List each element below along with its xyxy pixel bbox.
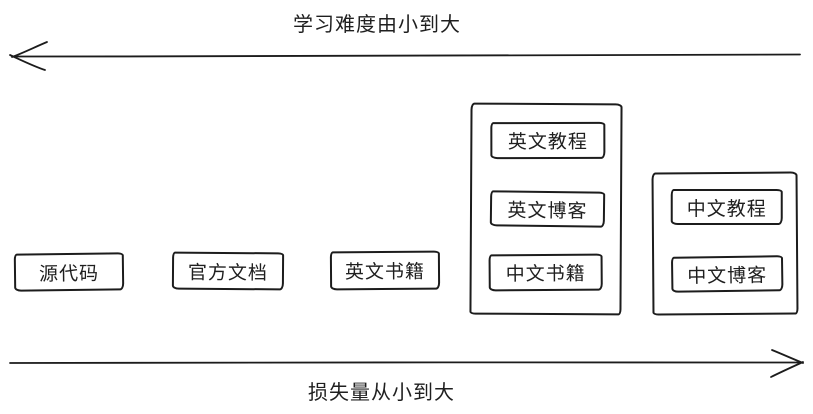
loss-arrow-line [9,361,802,364]
loss-arrow-head-upper [771,349,804,364]
node-english-tutorials: 英文教程 [490,121,606,160]
difficulty-arrow-head-lower [9,54,46,71]
difficulty-axis-label: 学习难度由小到大 [293,12,461,36]
node-english-blogs: 英文博客 [489,190,606,228]
node-source-code: 源代码 [13,252,125,292]
node-label: 英文书籍 [344,260,426,284]
loss-axis-label: 损失量从小到大 [308,380,455,404]
node-official-docs: 官方文档 [171,251,285,291]
difficulty-arrow-line [13,53,801,58]
loss-arrow-head-lower [770,361,804,378]
difficulty-arrow-head-upper [11,41,48,58]
node-label: 英文教程 [507,130,588,154]
node-label: 中文书籍 [505,262,586,286]
node-chinese-tutorials: 中文教程 [670,188,783,225]
node-label: 官方文档 [187,261,269,284]
node-english-books: 英文书籍 [329,250,441,291]
node-label: 源代码 [38,262,100,285]
node-chinese-books: 中文书籍 [488,253,603,292]
group-english-resources: 英文教程 英文博客 中文书籍 [469,102,623,316]
group-chinese-resources: 中文教程 中文博客 [651,171,799,316]
node-chinese-blogs: 中文博客 [670,255,784,293]
node-label: 英文博客 [507,199,588,222]
node-label: 中文博客 [687,263,768,288]
node-label: 中文教程 [686,197,767,220]
